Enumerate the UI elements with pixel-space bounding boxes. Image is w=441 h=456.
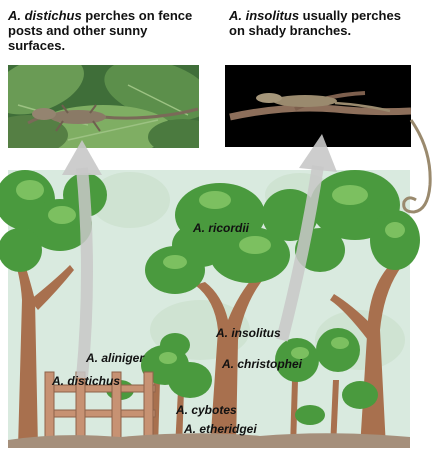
label-distichus: A. distichus [51,374,120,388]
label-ricordii: A. ricordii [192,221,250,235]
label-cybotes: A. cybotes [175,403,237,417]
fence-rail-bottom [45,410,155,417]
label-aliniger: A. aliniger [85,351,145,365]
label-etheridgei: A. etheridgei [183,422,257,436]
label-christophei: A. christophei [221,357,303,371]
insolitus-tail [404,120,430,212]
label-insolitus: A. insolitus [215,326,281,340]
fence-post [144,372,153,444]
